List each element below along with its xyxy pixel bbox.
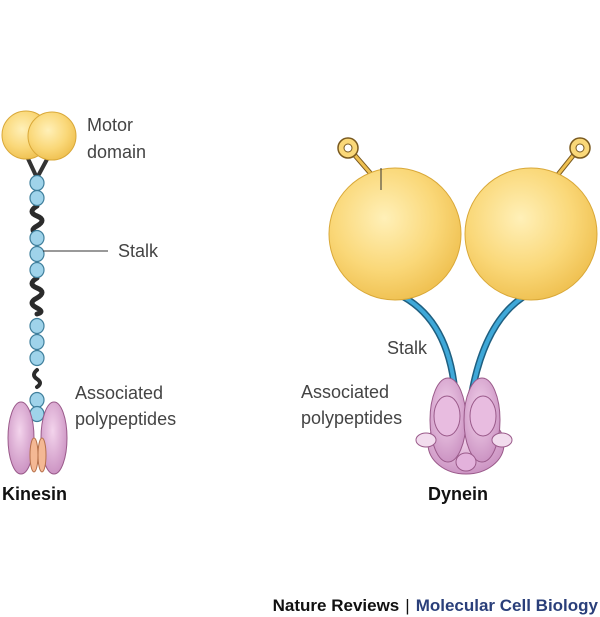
dynein-assoc-label-line2: polypeptides [301, 408, 402, 428]
dynein-small-subunit-left [415, 432, 437, 448]
kinesin-stalk-bead [29, 333, 45, 351]
dynein-motor-head-left [328, 167, 462, 301]
kinesin-stalk-bead [29, 349, 45, 367]
dynein-title: Dynein [428, 484, 488, 504]
kinesin-stalk-label: Stalk [118, 241, 159, 261]
kinesin-assoc-label-line2: polypeptides [75, 409, 176, 429]
dynein-stalk-left [396, 292, 457, 394]
kinesin-hinge-bottom [32, 368, 42, 389]
figure-credit: Nature Reviews | Molecular Cell Biology [273, 596, 598, 616]
kinesin-stalk-bead [29, 391, 45, 409]
kinesin-light-chain-tail-right [37, 437, 47, 473]
dynein-molecule [328, 137, 598, 475]
kinesin-motor-label-line2: domain [87, 142, 146, 162]
kinesin-stalk-bead [29, 261, 45, 279]
dynein-mt-binding-tip-left-core [343, 143, 353, 153]
kinesin-stalk-bead [29, 189, 45, 207]
journal-name: Molecular Cell Biology [415, 596, 598, 615]
dynein-motor-head-right [464, 167, 598, 301]
dynein-stalk-label: Stalk [387, 338, 428, 358]
dynein-small-subunit-right [491, 432, 513, 448]
kinesin-stalk-bead [29, 245, 45, 263]
kinesin-motor-head-right [27, 111, 77, 161]
kinesin-hinge-lower [29, 275, 45, 317]
dynein-mt-binding-tip-right-core [575, 143, 585, 153]
kinesin-hinge-upper [29, 203, 45, 237]
dynein-assoc-label-line1: Associated [301, 382, 389, 402]
kinesin-stalk-bead [29, 174, 45, 192]
dynein-stalk-right-outline [468, 290, 532, 396]
kinesin-motor-label-line1: Motor [87, 115, 133, 135]
kinesin-light-chain-tail-left [29, 437, 39, 473]
dynein-stalk-right [470, 292, 530, 394]
credit-separator: | [405, 596, 410, 615]
kinesin-title: Kinesin [2, 484, 67, 504]
kinesin-molecule [1, 110, 108, 475]
kinesin-assoc-label-line1: Associated [75, 383, 163, 403]
kinesin-stalk-bead [29, 317, 45, 335]
dynein-light-chain-left [433, 395, 461, 437]
publisher-name: Nature Reviews [272, 596, 400, 615]
dynein-light-chain-right [469, 395, 497, 437]
kinesin-stalk-bead [29, 229, 45, 247]
motor-protein-diagram: Motor domain Stalk Associated polypeptid… [1, 110, 598, 504]
dynein-bottom-subunit [455, 452, 477, 472]
